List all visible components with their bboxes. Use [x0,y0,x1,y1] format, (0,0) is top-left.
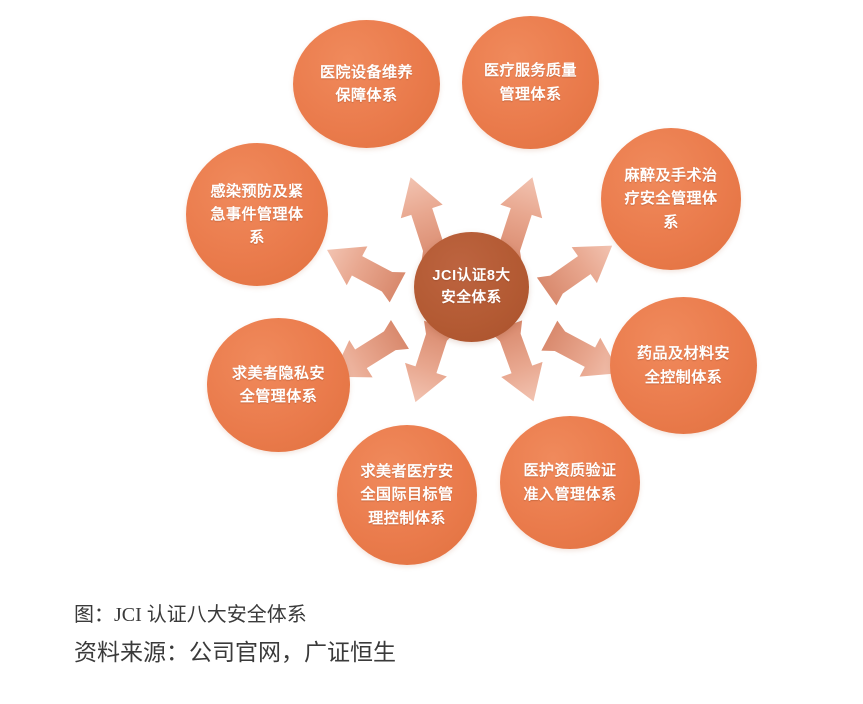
node-label: 麻醉及手术治 疗安全管理体 系 [624,167,718,231]
node-staff-qualification[interactable]: 医护资质验证 准入管理体系 [500,416,640,549]
center-hub-label: JCI认证8大 安全体系 [432,267,511,306]
node-label: 感染预防及紧 急事件管理体 系 [210,182,304,247]
jci-safety-system-diagram: 医院设备维养 保障体系 医疗服务质量 管理体系 麻醉及手术治 疗安全管理体 系 … [186,16,757,565]
node-drug-material-safety[interactable]: 药品及材料安 全控制体系 [610,297,757,434]
node-label: 医院设备维养 保障体系 [319,63,413,104]
node-international-goals[interactable]: 求美者医疗安 全国际目标管 理控制体系 [337,425,477,565]
node-label: 医疗服务质量 管理体系 [483,62,577,103]
node-hospital-equipment[interactable]: 医院设备维养 保障体系 [293,20,440,148]
center-hub[interactable]: JCI认证8大 安全体系 [414,232,529,342]
node-label: 药品及材料安 全控制体系 [636,345,730,386]
node-client-privacy[interactable]: 求美者隐私安 全管理体系 [207,318,350,452]
figure-caption-line: 图：JCI 认证八大安全体系 [74,604,307,626]
node-label: 求美者隐私安 全管理体系 [231,364,325,405]
node-label: 医护资质验证 准入管理体系 [523,462,617,503]
caption: 图：JCI 认证八大安全体系 资料来源：公司官网，广证恒生 [74,600,834,670]
node-medical-service-quality[interactable]: 医疗服务质量 管理体系 [462,16,599,149]
arrow-left-up [327,246,406,303]
source-caption-line: 资料来源：公司官网，广证恒生 [74,640,396,665]
node-anesthesia-surgery-safety[interactable]: 麻醉及手术治 疗安全管理体 系 [601,128,741,270]
node-label: 求美者医疗安 全国际目标管 理控制体系 [360,463,454,527]
node-infection-emergency[interactable]: 感染预防及紧 急事件管理体 系 [186,143,328,286]
arrow-right-up [536,245,613,306]
